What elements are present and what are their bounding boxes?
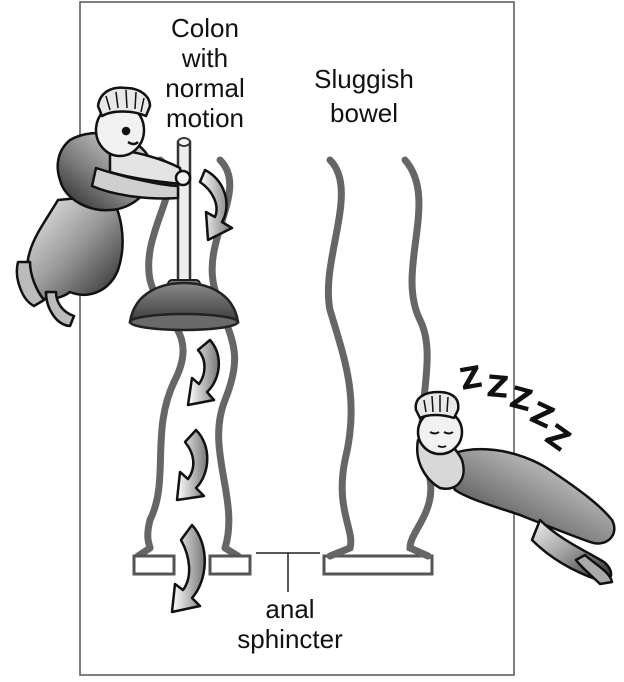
sluggish-label-line2: bowel — [330, 98, 398, 128]
sluggish-label-line1: Sluggish — [314, 64, 414, 94]
sphincter-sluggish-closed — [324, 556, 432, 574]
sphincter-left-normal-a — [134, 556, 174, 574]
colon-label-line3: normal — [165, 73, 244, 103]
sleeping-chef-hat — [416, 392, 459, 418]
colon-label-line2: with — [181, 43, 228, 73]
colon-label-line4: motion — [166, 103, 244, 133]
anal-label-line2: sphincter — [237, 624, 343, 654]
active-chef-hat — [98, 88, 150, 116]
anal-label-line1: anal — [265, 594, 314, 624]
plunger-handle — [178, 142, 190, 292]
sphincter-left-normal-b — [210, 556, 250, 574]
colon-label-line1: Colon — [171, 13, 239, 43]
snore-z-2: Z — [485, 369, 510, 406]
colon-normal-label: Colon with normal motion — [165, 13, 244, 133]
